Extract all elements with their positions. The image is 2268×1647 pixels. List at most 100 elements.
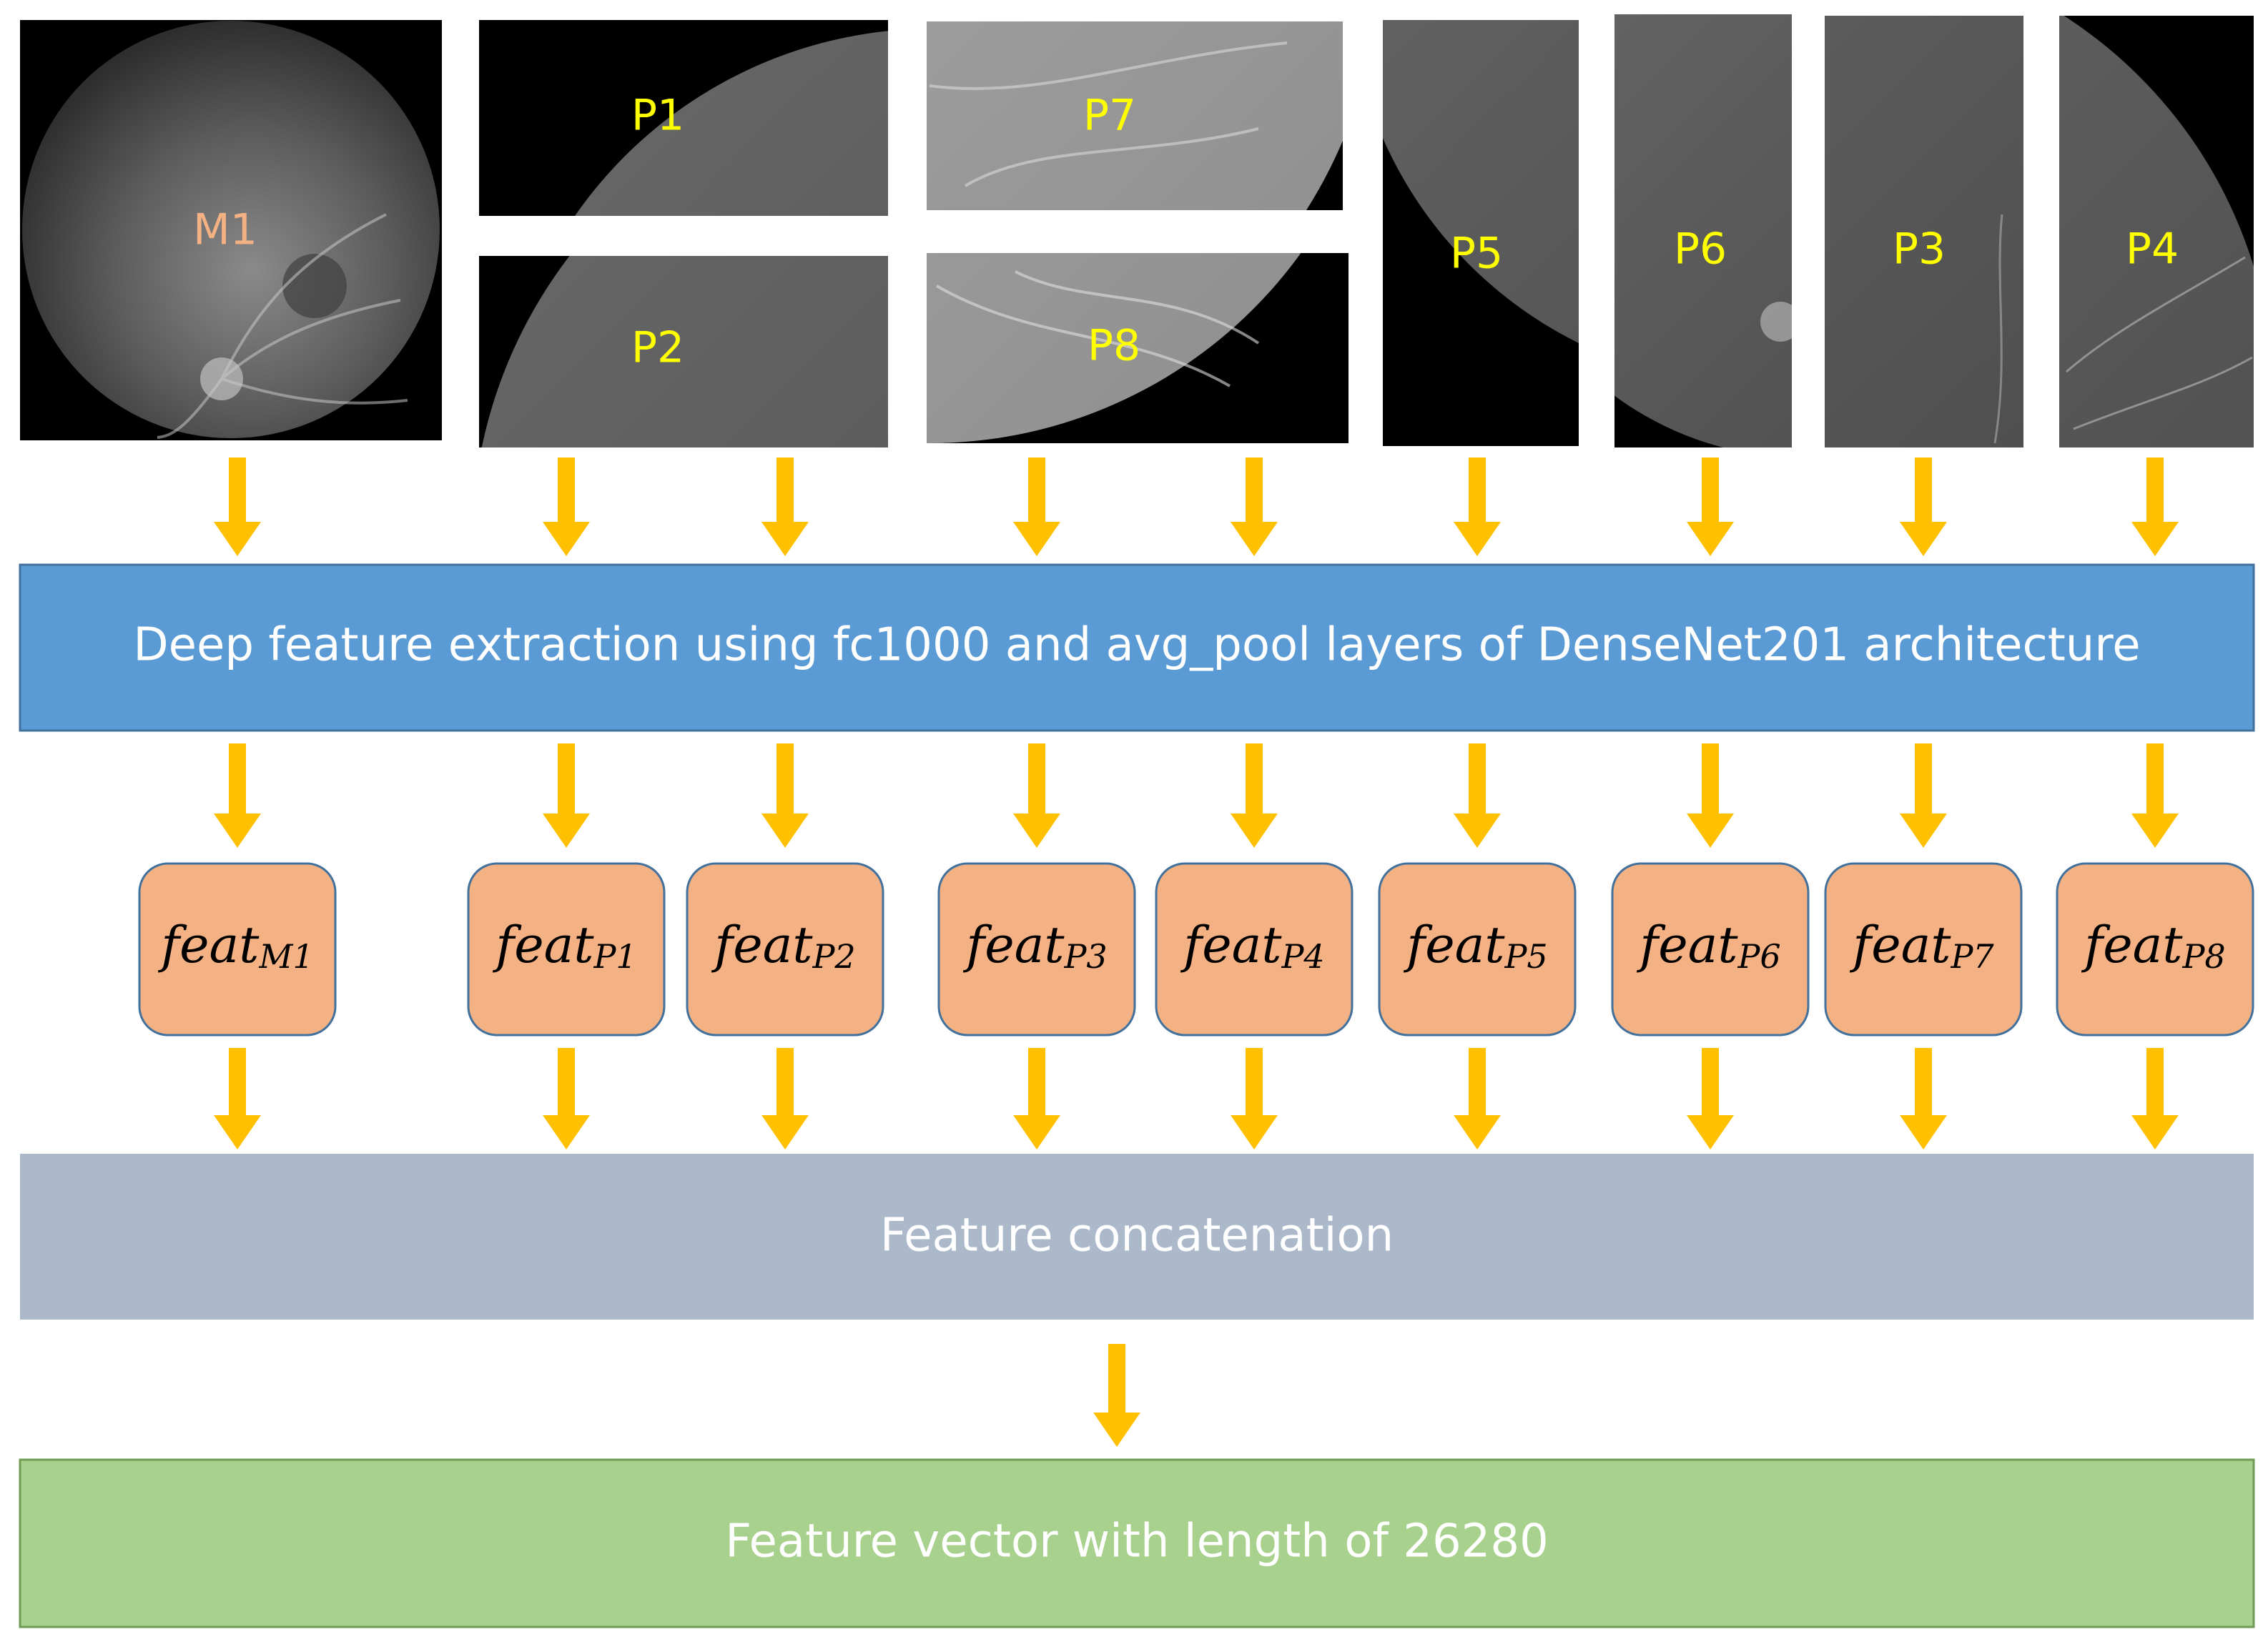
patch-image-p5: P5 bbox=[1383, 20, 1579, 446]
image-label-p1: P1 bbox=[631, 91, 684, 141]
feature-subscript: P7 bbox=[1950, 937, 1994, 976]
feature-box-shape bbox=[1824, 862, 2023, 1037]
feature-subscript: M1 bbox=[258, 937, 313, 976]
feature-box-label: featM1 bbox=[157, 916, 314, 976]
output-box: Feature vector with length of 26280 bbox=[19, 1458, 2255, 1628]
feature-box-shape bbox=[1155, 862, 1354, 1037]
down-arrow-icon bbox=[1013, 743, 1060, 848]
feature-name: feat bbox=[711, 916, 813, 974]
feature-name: feat bbox=[1636, 916, 1738, 974]
patch-image-p6: P6 bbox=[1614, 14, 1792, 447]
down-arrow-icon bbox=[1231, 743, 1278, 848]
patch-image-p1: P1 bbox=[479, 20, 888, 216]
feature-box: featP5 bbox=[1378, 862, 1577, 1037]
feature-subscript: P6 bbox=[1737, 937, 1780, 976]
image-label-p3: P3 bbox=[1893, 224, 1946, 274]
feature-name: feat bbox=[962, 916, 1065, 974]
arrow-row-features-to-concat bbox=[214, 1048, 2179, 1149]
down-arrow-icon bbox=[1454, 1048, 1501, 1149]
down-arrow-icon bbox=[1687, 743, 1734, 848]
down-arrow-icon bbox=[2131, 458, 2179, 556]
feature-box-shape bbox=[937, 862, 1136, 1037]
patch-image-p4: P4 bbox=[2059, 16, 2254, 447]
feature-subscript: P8 bbox=[2181, 937, 2225, 976]
feature-box-label: featP1 bbox=[492, 916, 636, 976]
arrow-row-concat-to-output bbox=[1093, 1344, 1140, 1447]
patch-image-p8: P8 bbox=[927, 253, 1349, 443]
down-arrow-icon bbox=[1013, 1048, 1060, 1149]
down-arrow-icon bbox=[1900, 743, 1947, 848]
feature-subscript: P3 bbox=[1063, 937, 1107, 976]
feature-box-shape bbox=[2056, 862, 2254, 1037]
feature-box: featP6 bbox=[1611, 862, 1810, 1037]
feature-box: featP7 bbox=[1824, 862, 2023, 1037]
image-label-p5: P5 bbox=[1450, 229, 1503, 279]
arrow-row-extraction-to-features bbox=[214, 743, 2179, 848]
down-arrow-icon bbox=[543, 1048, 590, 1149]
patch-image-p2: P2 bbox=[479, 256, 888, 447]
feature-box-shape bbox=[1378, 862, 1577, 1037]
down-arrow-icon bbox=[1454, 458, 1501, 556]
down-arrow-icon bbox=[1093, 1344, 1140, 1447]
feature-name: feat bbox=[1403, 916, 1505, 974]
down-arrow-icon bbox=[1454, 743, 1501, 848]
down-arrow-icon bbox=[214, 1048, 261, 1149]
feature-box: featP8 bbox=[2056, 862, 2254, 1037]
feature-box: featM1 bbox=[138, 862, 337, 1037]
down-arrow-icon bbox=[2131, 1048, 2179, 1149]
down-arrow-icon bbox=[543, 458, 590, 556]
fundus-image-m1: M1 bbox=[20, 20, 442, 440]
output-box-label: Feature vector with length of 26280 bbox=[725, 1515, 1549, 1568]
feature-name: feat bbox=[1849, 916, 1951, 974]
image-label-p2: P2 bbox=[631, 323, 684, 373]
feature-box: featP4 bbox=[1155, 862, 1354, 1037]
feature-subscript: P5 bbox=[1504, 937, 1547, 976]
feature-box-label: featP2 bbox=[711, 916, 855, 976]
patch-image-p3: P3 bbox=[1825, 16, 2023, 447]
down-arrow-icon bbox=[1231, 1048, 1278, 1149]
feature-subscript: P1 bbox=[593, 937, 636, 976]
feature-box: featP1 bbox=[467, 862, 666, 1037]
feature-subscript: P4 bbox=[1281, 937, 1324, 976]
feature-subscript: P2 bbox=[812, 937, 855, 976]
down-arrow-icon bbox=[543, 743, 590, 848]
image-label-p6: P6 bbox=[1674, 224, 1727, 274]
feature-box-label: featP6 bbox=[1636, 916, 1780, 976]
concat-box-label: Feature concatenation bbox=[880, 1210, 1394, 1262]
image-label-p7: P7 bbox=[1083, 91, 1136, 141]
down-arrow-icon bbox=[214, 743, 261, 848]
feature-box-label: featP4 bbox=[1180, 916, 1324, 976]
down-arrow-icon bbox=[214, 458, 261, 556]
feature-box-shape bbox=[1611, 862, 1810, 1037]
patch-image-p7: P7 bbox=[927, 21, 1343, 210]
extraction-box-label: Deep feature extraction using fc1000 and… bbox=[133, 619, 2140, 672]
down-arrow-icon bbox=[1013, 458, 1060, 556]
arrow-row-images-to-extraction bbox=[214, 458, 2179, 556]
down-arrow-icon bbox=[761, 458, 809, 556]
down-arrow-icon bbox=[1687, 1048, 1734, 1149]
image-label-m1: M1 bbox=[193, 205, 257, 255]
image-label-p4: P4 bbox=[2126, 224, 2179, 274]
feature-box-label: featP7 bbox=[1849, 916, 1994, 976]
down-arrow-icon bbox=[761, 743, 809, 848]
image-label-p8: P8 bbox=[1088, 321, 1140, 371]
down-arrow-icon bbox=[1687, 458, 1734, 556]
feature-name: feat bbox=[492, 916, 594, 974]
feature-box: featP3 bbox=[937, 862, 1136, 1037]
feature-box: featP2 bbox=[686, 862, 884, 1037]
down-arrow-icon bbox=[1900, 1048, 1947, 1149]
down-arrow-icon bbox=[1900, 458, 1947, 556]
feature-box-label: featP3 bbox=[962, 916, 1107, 976]
feature-box-shape bbox=[686, 862, 884, 1037]
feature-box-shape bbox=[138, 862, 337, 1037]
feature-box-label: featP5 bbox=[1403, 916, 1547, 976]
feature-name: feat bbox=[157, 916, 260, 974]
feature-name: feat bbox=[2081, 916, 2183, 974]
down-arrow-icon bbox=[1231, 458, 1278, 556]
extraction-box: Deep feature extraction using fc1000 and… bbox=[19, 563, 2255, 732]
down-arrow-icon bbox=[761, 1048, 809, 1149]
down-arrow-icon bbox=[2131, 743, 2179, 848]
feature-name: feat bbox=[1180, 916, 1282, 974]
